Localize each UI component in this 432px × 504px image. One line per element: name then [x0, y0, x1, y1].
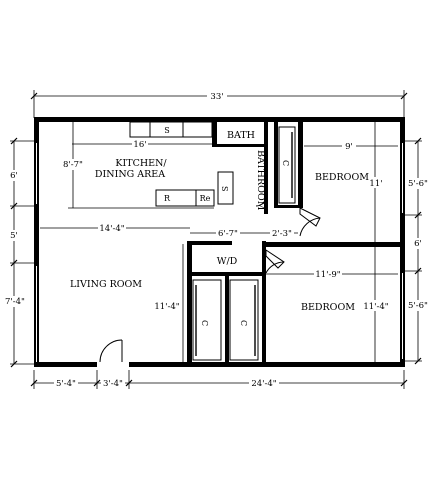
dim-bottom-door: 3'-4"	[103, 379, 123, 389]
wd-label: W/D	[217, 256, 238, 267]
kitchen-sink-label: S	[164, 126, 169, 135]
bedroom-upper-label: BEDROOM	[315, 172, 369, 183]
walls	[34, 117, 405, 367]
refrigerator-label: Re	[200, 194, 211, 203]
dim-bottom-right: 24'-4"	[251, 379, 276, 389]
bath-sink-label: S	[220, 186, 229, 191]
living-room-label: LIVING ROOM	[70, 279, 142, 290]
doors	[99, 195, 321, 363]
closet-1-label: C	[200, 320, 209, 326]
dim-left-mid: 5'	[10, 231, 18, 241]
kitchen-label-line1: KITCHEN/	[115, 158, 167, 169]
dim-bottom-left: 5'-4"	[56, 379, 76, 389]
dim-left-bottom: 7'-4"	[5, 297, 25, 307]
dim-hall-width: 2'-3"	[272, 229, 292, 239]
dim-right-mid: 6'	[414, 239, 422, 249]
bedroom-lower-label: BEDROOM	[301, 302, 355, 313]
dim-bedroom-lower-depth: 11'-4"	[363, 302, 388, 312]
fixtures	[129, 121, 296, 361]
dim-kitchen-width: 16'	[133, 140, 146, 150]
bath-closet-label: C	[281, 160, 290, 166]
dim-kitchen-depth: 8'-7"	[63, 160, 83, 170]
dimension-ticks	[10, 92, 422, 387]
dim-living-width: 14'-4"	[99, 224, 124, 234]
closet-2-label: C	[239, 320, 248, 326]
dim-left-top: 6'	[10, 171, 18, 181]
dim-bedroom-upper-depth: 11'	[369, 179, 382, 189]
closet-rods	[195, 132, 293, 356]
dim-right-bottom: 5'-6"	[408, 301, 428, 311]
dim-right-top: 5'-6"	[408, 179, 428, 189]
dim-bedroom-lower-width: 11'-9"	[315, 270, 340, 280]
bathroom-label: BATHROOM	[255, 150, 266, 211]
kitchen-label-line2: DINING AREA	[95, 169, 165, 180]
dim-living-depth: 11'-4"	[154, 302, 179, 312]
dim-wd-width: 6'-7"	[218, 229, 238, 239]
dim-overall-width: 33'	[210, 92, 223, 102]
dim-bedroom-upper-width: 9'	[345, 142, 353, 152]
range-label: R	[164, 194, 171, 203]
bath-label: BATH	[227, 130, 255, 141]
